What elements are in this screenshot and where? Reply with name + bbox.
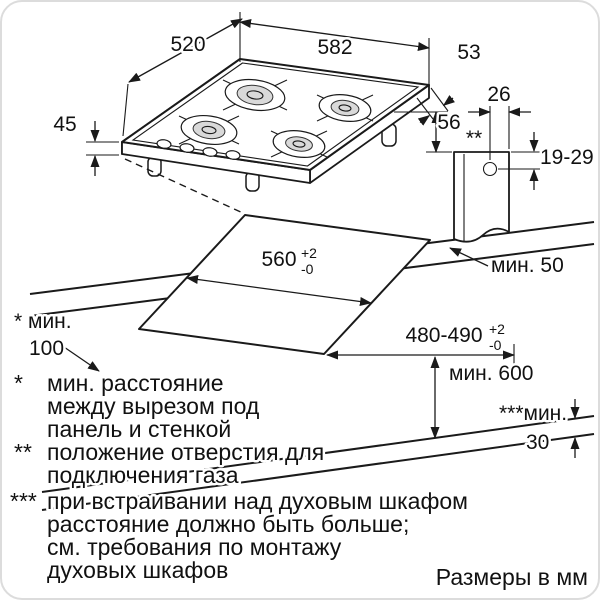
dim-min-600: мин. 600 [430, 356, 536, 439]
gas-inlet-hole [482, 161, 498, 177]
dim-label-56: 56 [437, 111, 460, 134]
knob-1 [156, 139, 172, 149]
dim-label-53: 53 [457, 41, 480, 64]
dim-520: 520 [122, 18, 243, 137]
burner-back-left [222, 78, 288, 112]
note-2-marker: ** [14, 439, 32, 465]
hob-drawing: 582 520 45 53 56 [51, 12, 596, 243]
hob-top-rim [131, 62, 420, 167]
dim-min-100: * мин. 100 [12, 308, 100, 372]
note-3-line-1: при встраивании над духовым шкафом [47, 488, 468, 514]
burner-front-left [178, 114, 240, 146]
dim-cutout-depth: 480-490 +2 -0 [326, 319, 515, 366]
burner-back-right [316, 94, 374, 122]
dim-min-50: мин. 50 [449, 247, 566, 280]
dim-582: 582 [239, 12, 430, 88]
dim-label-26: 26 [487, 83, 510, 106]
dim-label-480-tol-plus: +2 [489, 321, 505, 337]
dim-label-560-tol-plus: +2 [301, 245, 317, 261]
footnotes: * мин. расстояние между вырезом под пане… [8, 368, 471, 586]
note-2-line-2: подключения газа [47, 462, 239, 488]
dim-label-min600: мин. 600 [449, 362, 533, 385]
note-2-line-1: положение отверстия для [47, 439, 324, 465]
wall-edge-line-1b [426, 221, 595, 245]
worktop-drawing: 560 +2 -0 480-490 +2 -0 мин. 600 мин. 50… [12, 214, 595, 511]
dim-label-480-tol-minus: -0 [489, 337, 502, 353]
units-caption: Размеры в мм [436, 564, 588, 590]
wall-edge-line-2a [29, 297, 168, 317]
knob-2 [179, 143, 195, 153]
note-3-line-4: духовых шкафов [47, 557, 228, 583]
note-3-line-3: см. требования по монтажу [47, 534, 342, 560]
dim-label-min30-1: ***мин. [499, 402, 567, 425]
counter-front-line-2 [41, 433, 595, 511]
dim-26: 26 [468, 81, 531, 160]
dim-label-19-29: 19-29 [540, 146, 594, 169]
note-1-line-2: между вырезом под [47, 393, 260, 419]
dim-label-45: 45 [53, 113, 76, 136]
knob-3 [202, 147, 218, 157]
dim-min-30: ***мин. 30 [497, 399, 580, 458]
gas-connection-detail: ** [453, 125, 510, 243]
dim-19-29: 19-29 [498, 132, 596, 190]
note-1-line-3: панель и стенкой [47, 416, 231, 442]
dim-label-min30-2: 30 [526, 431, 549, 454]
cutout-outline [138, 214, 431, 355]
dim-45: 45 [51, 111, 119, 176]
dim-label-480-490: 480-490 [405, 324, 482, 347]
control-knobs [156, 139, 241, 160]
gas-note-marker: ** [466, 127, 482, 150]
dim-label-560: 560 [261, 248, 296, 271]
knob-4 [225, 150, 241, 160]
gas-bracket-outline [453, 151, 510, 243]
note-1-marker: * [14, 370, 23, 396]
dim-cutout-width: 560 +2 -0 [186, 243, 372, 306]
projection-dashed-line [124, 158, 246, 215]
dim-label-min100-1: * мин. [14, 310, 72, 333]
note-3-marker: *** [10, 488, 37, 514]
wall-edge-line-2b [403, 243, 595, 270]
dim-53: 53 [416, 39, 483, 126]
dim-56: 56 [394, 109, 463, 153]
wall-edge-line-1a [29, 272, 191, 295]
dim-label-520: 520 [170, 33, 205, 56]
counter-front-line-1 [41, 415, 595, 493]
burner-front-right [270, 130, 328, 158]
dim-label-min100-2: 100 [29, 337, 64, 360]
dim-label-min50: мин. 50 [491, 254, 564, 277]
dim-label-582: 582 [317, 36, 352, 59]
note-3-line-2: расстояние должно быть больше; [47, 511, 409, 537]
dim-label-560-tol-minus: -0 [301, 261, 314, 277]
note-1-line-1: мин. расстояние [47, 370, 224, 396]
